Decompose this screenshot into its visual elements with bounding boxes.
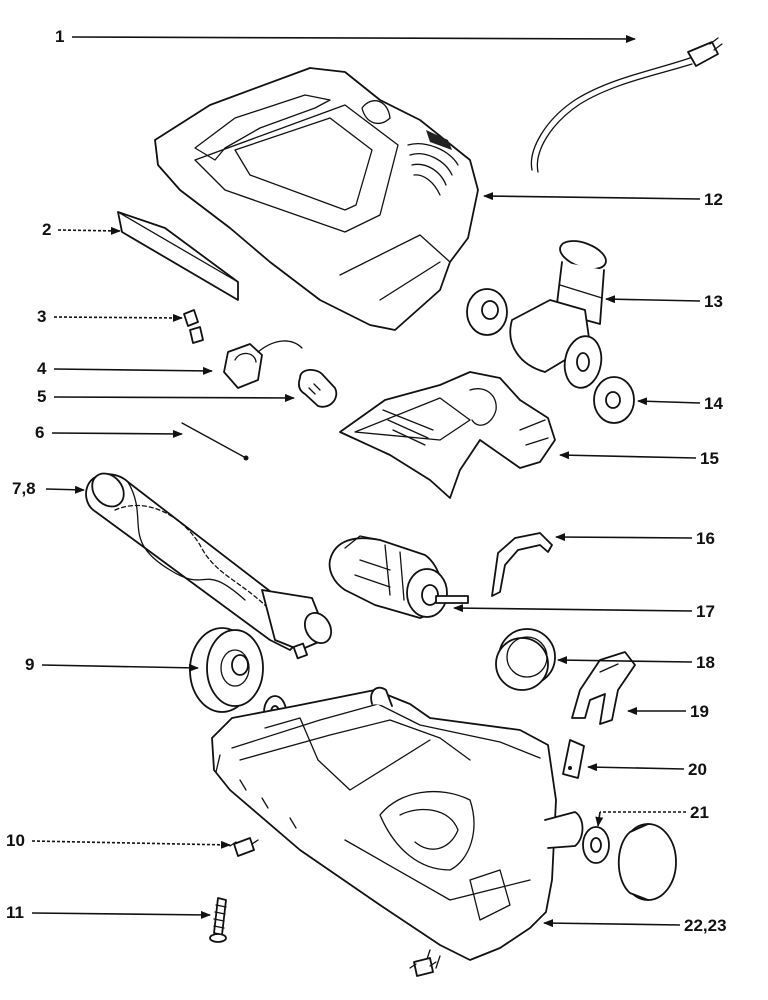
callout-19: 19 [627,702,709,721]
callout-19-label: 19 [690,702,709,721]
callout-4-label: 4 [37,359,47,378]
callout-20-label: 20 [688,760,707,779]
callout-10: 10 [6,831,231,850]
callout-7-8: 7,8 [12,479,85,498]
callout-17-label: 17 [696,602,715,621]
part-21-washer [582,826,610,864]
callout-13: 13 [605,292,723,311]
part-16-bracket [491,532,553,597]
part-bottom-fastener [409,957,437,977]
callout-1-label: 1 [55,27,64,46]
callout-16-label: 16 [696,529,715,548]
callout-5: 5 [37,387,295,406]
callout-7-8-label: 7,8 [12,479,36,498]
callout-10-label: 10 [6,831,25,850]
callout-14-label: 14 [704,394,723,413]
part-7-8-brush-roll [85,472,333,660]
callout-9: 9 [25,655,199,674]
part-6-pin [181,422,249,461]
callout-21-label: 21 [690,803,709,822]
callout-6-label: 6 [35,423,44,442]
part-20-clip [562,739,585,779]
callout-9-label: 9 [25,655,34,674]
part-15-base-plate [339,371,556,499]
part-4-lamp-socket [223,340,303,389]
callout-15-label: 15 [700,449,719,468]
callout-15: 15 [559,449,719,468]
callout-4: 4 [37,359,213,378]
callout-18: 18 [557,653,715,672]
part-3-clips [183,309,204,344]
part-18-belt [495,628,556,691]
part-14-washer [593,376,635,424]
callout-2: 2 [42,220,121,239]
callout-1: 1 [55,27,636,46]
callout-14: 14 [637,394,723,413]
callout-21: 21 [595,803,709,827]
callout-3: 3 [37,307,183,326]
callout-12-label: 12 [704,190,723,209]
part-12-hood [154,67,479,331]
part-19-latch [571,651,636,725]
callout-18-label: 18 [696,653,715,672]
callout-12: 12 [483,190,723,209]
part-17-motor [328,535,469,619]
callout-6: 6 [35,423,183,442]
callout-13-label: 13 [704,292,723,311]
part-rear-wheel [617,823,677,901]
part-11-screw [209,897,227,943]
callout-5-label: 5 [37,387,46,406]
part-22-23-base-housing [211,686,584,969]
callout-3-label: 3 [37,307,46,326]
part-9-wheel [189,627,287,729]
part-1-power-cord [530,37,723,173]
callout-16: 16 [555,529,715,548]
part-2-strip [117,211,239,301]
callout-20: 20 [587,760,707,779]
part-5-bulb [297,369,338,408]
callout-22-23: 22,23 [543,916,727,935]
part-13-hose-adaptor [466,240,607,389]
callout-11: 11 [6,903,211,922]
callout-17: 17 [453,602,715,621]
callout-22-23-label: 22,23 [684,916,727,935]
part-10-fastener [229,837,259,857]
callout-11-label: 11 [6,903,24,922]
callout-2-label: 2 [42,220,51,239]
